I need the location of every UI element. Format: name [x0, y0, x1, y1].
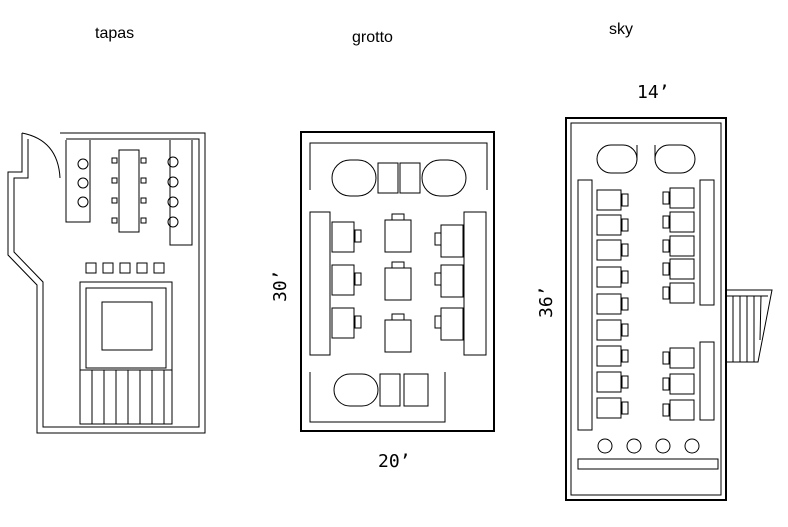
sky-top-table-right: [654, 144, 696, 174]
sky-right-banquette-lower: [699, 341, 715, 421]
grotto-bottom-table: [333, 373, 379, 407]
tapas-stair-treads: [80, 369, 172, 424]
tapas-outer-wall: [7, 132, 206, 434]
tapas-floor-plan: [7, 132, 206, 434]
tapas-communal-table: [118, 149, 140, 233]
sky-outer-wall: [565, 117, 727, 501]
sky-bar-counter: [577, 458, 719, 470]
sky-left-chairs: [596, 189, 629, 419]
sky-right-banquette-upper: [699, 179, 715, 306]
grotto-width-dimension: 20’: [378, 451, 411, 472]
tapas-stair-core: [79, 281, 173, 425]
sky-right-chairs-lower: [662, 347, 695, 421]
tapas-stools: [77, 156, 179, 228]
grotto-top-table-right: [421, 159, 467, 197]
sky-left-banquette: [577, 179, 593, 431]
tapas-left-banquette: [65, 140, 91, 223]
sky-floor-plan: [565, 117, 773, 501]
grotto-left-tables: [331, 221, 362, 339]
sky-top-table-left: [596, 144, 638, 174]
tapas-right-banquette: [169, 140, 193, 246]
sky-right-chairs-upper: [662, 187, 695, 304]
grotto-floor-plan: [300, 131, 495, 432]
sky-balcony: [726, 289, 773, 363]
grotto-room-label: grotto: [352, 29, 393, 46]
sky-room-label: sky: [609, 21, 633, 38]
grotto-length-dimension: 30’: [270, 269, 291, 302]
sky-length-dimension: 36’: [536, 285, 557, 318]
grotto-bottom-banquette: [309, 372, 446, 423]
sky-bar-stools: [597, 438, 700, 454]
grotto-top-table-left: [331, 159, 377, 197]
tapas-room-label: tapas: [95, 25, 134, 42]
grotto-top-banquette: [309, 142, 488, 190]
tapas-door-swing: [21, 132, 61, 179]
tapas-bar-stools-row: [85, 262, 165, 274]
grotto-outer-wall: [300, 131, 495, 432]
grotto-center-tables: [384, 213, 412, 353]
grotto-right-banquette: [463, 211, 487, 356]
tapas-inner-wall: [13, 138, 200, 428]
grotto-left-banquette: [309, 211, 331, 356]
grotto-right-tables: [434, 224, 464, 341]
sky-width-dimension: 14’: [637, 82, 670, 103]
